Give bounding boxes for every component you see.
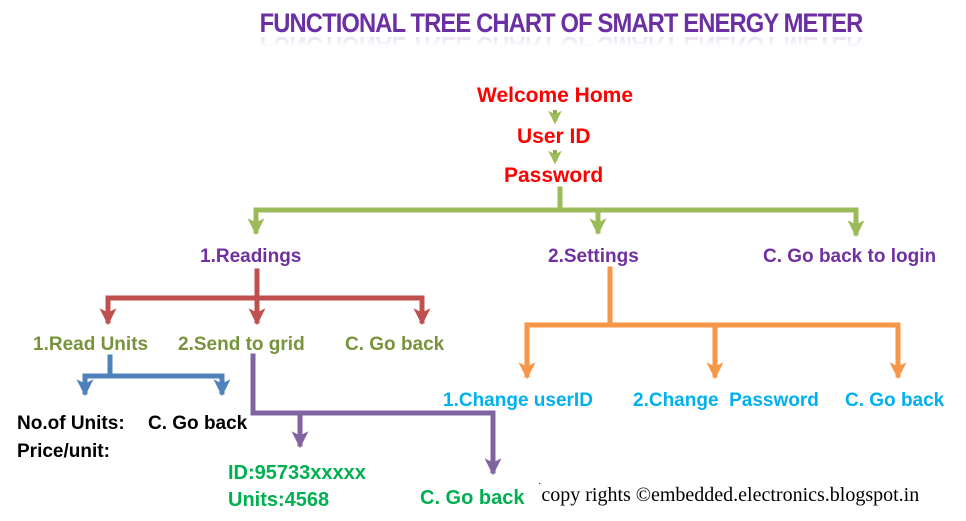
chart-title: FUNCTIONAL TREE CHART OF SMART ENERGY ME… [259,8,864,38]
change-password-node: 2.Change Password [633,390,819,411]
readings-go-back-node: C. Go back [345,334,445,355]
welcome-home-node: Welcome Home [477,84,633,107]
branch-password-to-mainmenu [247,186,865,238]
user-id-node: User ID [517,125,591,148]
branch-readings [99,268,431,326]
copyright-tick-mark: ˙ [538,482,542,493]
chart-title-reflection: FUNCTIONAL TREE CHART OF SMART ENERGY ME… [259,31,863,61]
readings-node: 1.Readings [200,246,302,267]
read-units-go-back-node: C. Go back [148,413,248,434]
chart-title-block: FUNCTIONAL TREE CHART OF SMART ENERGY ME… [218,8,903,61]
settings-go-back-node: C. Go back [845,390,945,411]
no-of-units-label: No.of Units: [17,413,125,434]
meter-id-value: ID:95733xxxxx [228,462,366,484]
send-to-grid-node: 2.Send to grid [178,334,305,355]
branch-send-to-grid [250,353,502,476]
branch-settings [518,266,907,380]
read-units-node: 1.Read Units [33,334,149,355]
copyright-line: ˙copy rights ©embedded.electronics.blogs… [538,482,919,507]
go-back-to-login-node: C. Go back to login [763,246,937,267]
copyright-text: copy rights ©embedded.electronics.blogsp… [541,484,920,506]
send-to-grid-go-back-node: C. Go back [420,487,525,509]
settings-node: 2.Settings [548,246,639,267]
price-per-unit-label: Price/unit: [17,441,110,462]
units-value: Units:4568 [228,489,330,511]
branch-read-units [76,354,231,397]
password-node: Password [504,164,604,187]
change-user-id-node: 1.Change userID [443,390,593,411]
